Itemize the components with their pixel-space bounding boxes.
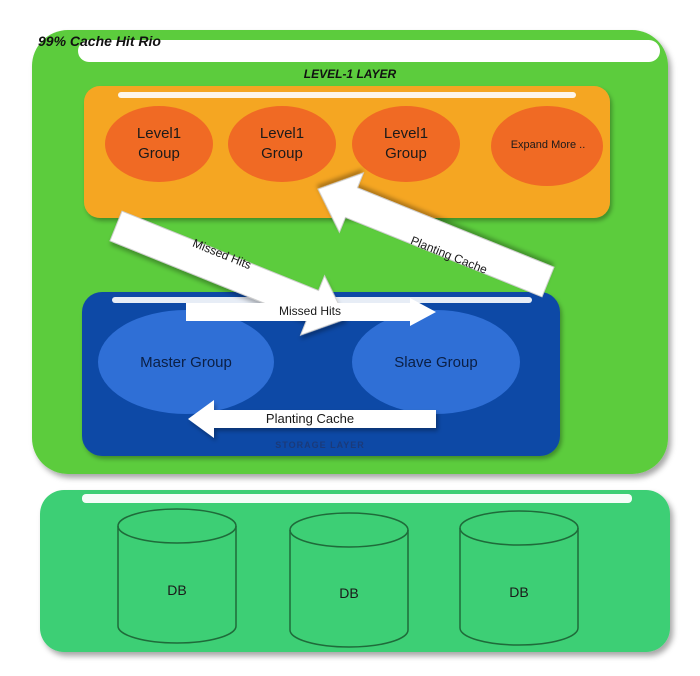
level1-group-circle-2	[228, 106, 336, 182]
cache-container-highlight	[78, 40, 660, 62]
db-cylinder-3	[459, 510, 579, 646]
slave-group-label: Slave Group	[394, 354, 478, 371]
db-label-2: DB	[339, 585, 359, 601]
missed-hits-right-label: Missed Hits	[278, 304, 341, 318]
db-layer-panel	[40, 490, 670, 652]
db-cylinder-2	[289, 512, 409, 648]
db-label-3: DB	[509, 584, 529, 600]
master-group-label: Master Group	[140, 354, 232, 371]
level1-layer-highlight	[118, 92, 576, 98]
db-layer-highlight	[82, 494, 632, 503]
expand-more-circle	[491, 106, 603, 186]
level1-group-line2: Group	[261, 145, 303, 162]
level1-group-circle-3	[352, 106, 460, 182]
level1-group-line1: Level1	[259, 125, 305, 142]
planting-cache-left-arrow	[188, 400, 436, 438]
diagram-title: 99% Cache Hit Rio	[38, 33, 161, 49]
expand-more-label: Expand More ..	[510, 139, 586, 151]
level1-group-label-1: Level1 Group	[109, 124, 209, 164]
level1-layer-panel	[84, 86, 610, 218]
db-label-1: DB	[167, 582, 187, 598]
missed-hits-right-arrow	[186, 298, 436, 326]
level1-group-line2: Group	[138, 145, 180, 162]
master-group-circle	[98, 310, 274, 414]
slave-group-circle	[352, 310, 520, 414]
level1-layer-label: LEVEL-1 LAYER	[303, 67, 397, 81]
planting-cache-left-label: Planting Cache	[265, 411, 355, 426]
level1-group-circle-1	[105, 106, 213, 182]
level1-group-label-2: Level1 Group	[232, 124, 332, 164]
level1-group-line1: Level1	[383, 125, 429, 142]
storage-layer-label: STORAGE LAYER	[275, 440, 365, 450]
level1-group-label-3: Level1 Group	[356, 124, 456, 164]
planting-cache-up-arrow	[317, 172, 555, 298]
db-cylinder-1	[117, 508, 237, 644]
level1-group-line2: Group	[385, 145, 427, 162]
level1-group-line1: Level1	[136, 125, 182, 142]
